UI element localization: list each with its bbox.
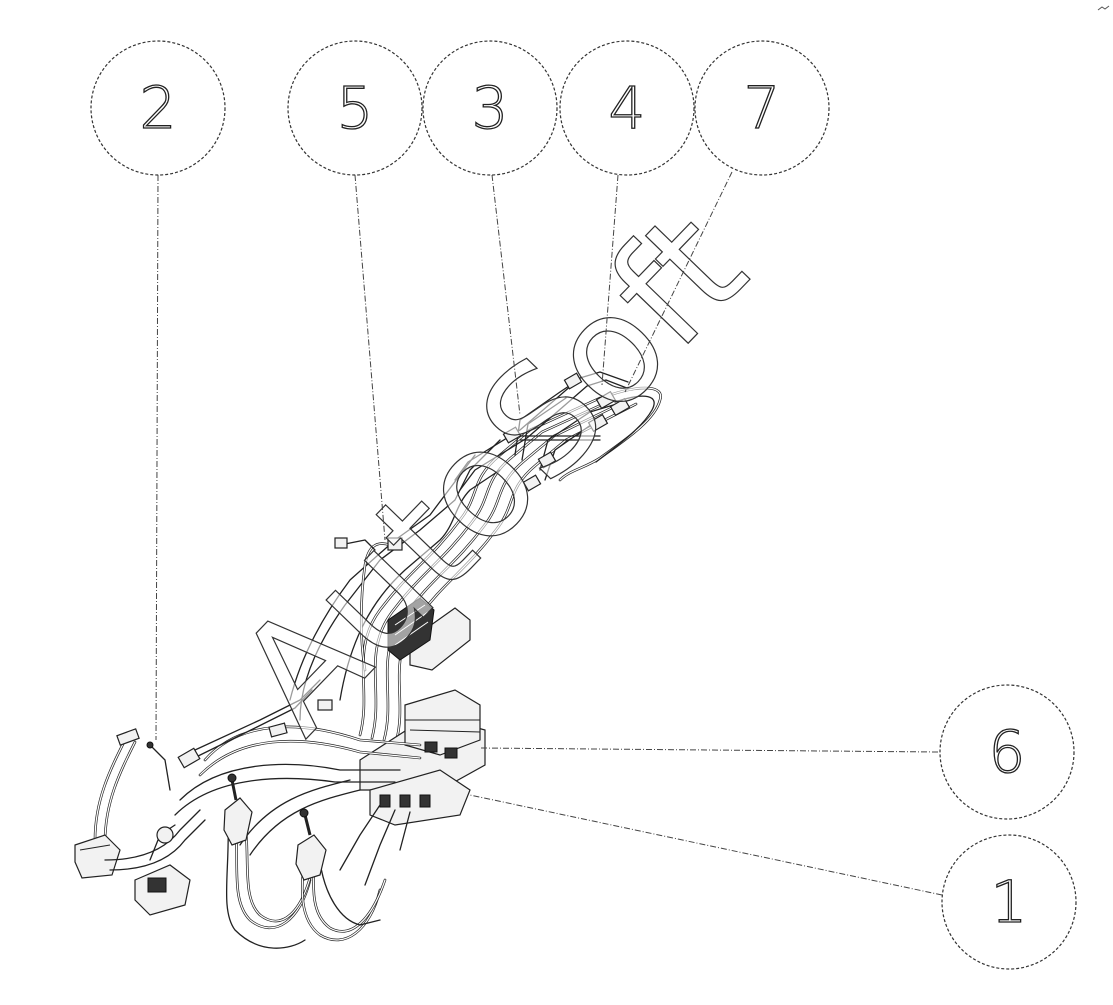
main-valve-block <box>339 689 486 886</box>
callout-5: 5 <box>287 40 423 176</box>
leader-5 <box>354 174 386 541</box>
side-hose <box>334 537 403 672</box>
callout-label: 1 <box>991 868 1028 936</box>
leader-6 <box>479 747 939 753</box>
leader-7 <box>624 171 733 393</box>
leader-lines <box>155 171 943 896</box>
callout-label: 5 <box>337 74 374 142</box>
callout-2: 2 <box>90 40 226 176</box>
leader-3 <box>491 174 521 416</box>
watermark: AutoSoft <box>205 180 779 766</box>
lower-pipe-run <box>174 679 422 856</box>
callout-label: 7 <box>744 74 781 142</box>
callout-label: 2 <box>140 74 177 142</box>
callout-1: 1 <box>941 834 1077 970</box>
callout-label: 6 <box>989 718 1026 786</box>
left-components <box>74 728 206 916</box>
corner-mark <box>1097 5 1110 11</box>
control-block <box>387 597 471 671</box>
callout-6: 6 <box>939 684 1075 820</box>
joystick-right <box>295 808 387 942</box>
callout-label: 4 <box>609 74 646 142</box>
leader-1 <box>469 794 943 896</box>
joystick-left <box>223 773 314 949</box>
upper-pipe-frame <box>454 371 662 492</box>
callout-label: 3 <box>472 74 509 142</box>
callout-7: 7 <box>694 40 830 176</box>
callout-4: 4 <box>559 40 695 176</box>
callout-3: 3 <box>422 40 558 176</box>
hydraulic-pipe-assembly <box>74 371 662 949</box>
watermark-text: AutoSoft <box>206 181 779 765</box>
leader-2 <box>155 174 159 741</box>
leader-4 <box>601 174 619 386</box>
main-pipe-bundle <box>289 396 638 744</box>
